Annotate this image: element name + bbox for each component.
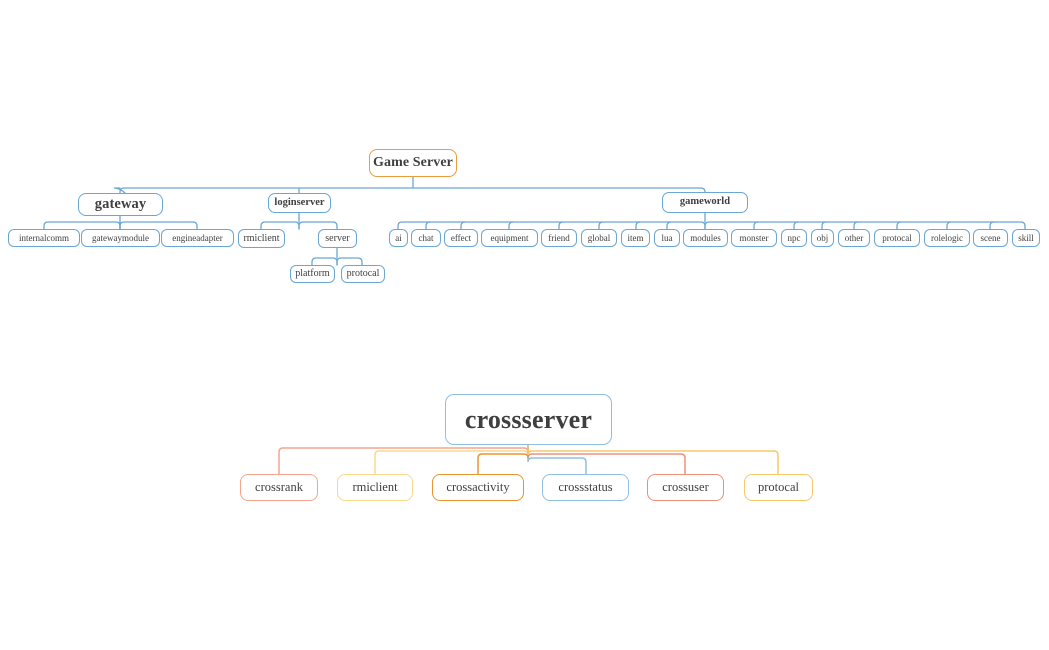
node-modules[interactable]: modules [683, 229, 728, 247]
node-scene[interactable]: scene [973, 229, 1008, 247]
node-other[interactable]: other [838, 229, 870, 247]
node-gateway[interactable]: gateway [78, 193, 163, 216]
node-label: other [844, 232, 864, 243]
node-gatewaymodule[interactable]: gatewaymodule [81, 229, 160, 247]
node-label: gameworld [679, 196, 731, 208]
node-label: global [587, 232, 611, 243]
node-label: lua [661, 232, 673, 243]
node-label: ai [395, 232, 402, 243]
edge-to-crossstatus [527, 444, 587, 475]
node-crossrank[interactable]: crossrank [240, 474, 318, 501]
node-label: item [627, 232, 644, 243]
node-label: crossrank [255, 480, 303, 495]
node-item[interactable]: item [621, 229, 650, 247]
edge-to-crossrank [278, 444, 529, 475]
node-label: protocal [758, 480, 799, 495]
node-label: gateway [94, 196, 147, 213]
node-server[interactable]: server [318, 229, 357, 248]
edge-to-rmiclient [374, 444, 529, 475]
node-rmiclient[interactable]: rmiclient [238, 229, 285, 248]
node-rmiclient-cross[interactable]: rmiclient [337, 474, 413, 501]
node-label: chat [418, 232, 434, 243]
node-label: internalcomm [19, 232, 69, 243]
node-protocal-server[interactable]: protocal [341, 265, 385, 283]
node-chat[interactable]: chat [411, 229, 441, 247]
node-crossactivity[interactable]: crossactivity [432, 474, 524, 501]
top-tree-edges [43, 176, 1026, 266]
node-game-server[interactable]: Game Server [369, 149, 457, 177]
node-label: Game Server [372, 155, 453, 170]
node-crossserver[interactable]: crossserver [445, 394, 612, 445]
node-gameworld[interactable]: gameworld [662, 192, 748, 213]
node-label: crossuser [662, 480, 709, 495]
node-monster[interactable]: monster [731, 229, 777, 247]
node-label: crossserver [464, 404, 593, 434]
edge-to-protocal [527, 444, 779, 475]
node-equipment[interactable]: equipment [481, 229, 538, 247]
node-ai[interactable]: ai [389, 229, 408, 247]
node-skill[interactable]: skill [1012, 229, 1040, 247]
node-label: equipment [490, 232, 529, 243]
node-platform[interactable]: platform [290, 265, 335, 283]
node-label: modules [690, 232, 721, 243]
node-label: effect [450, 232, 472, 243]
node-label: gatewaymodule [92, 232, 149, 243]
node-engineadapter[interactable]: engineadapter [161, 229, 234, 247]
node-loginserver[interactable]: loginserver [268, 193, 331, 213]
node-label: crossstatus [558, 480, 613, 495]
node-lua[interactable]: lua [654, 229, 680, 247]
node-protocal-cross[interactable]: protocal [744, 474, 813, 501]
node-npc[interactable]: npc [781, 229, 807, 247]
node-crossuser[interactable]: crossuser [647, 474, 724, 501]
node-label: npc [787, 232, 801, 243]
node-label: protocal [346, 268, 380, 279]
node-label: crossactivity [446, 480, 510, 495]
node-label: server [325, 232, 350, 244]
node-label: engineadapter [172, 232, 223, 243]
node-label: friend [548, 232, 570, 243]
node-label: scene [980, 232, 1001, 243]
node-label: obj [816, 232, 829, 243]
node-label: loginserver [274, 196, 325, 208]
node-internalcomm[interactable]: internalcomm [8, 229, 80, 247]
node-global[interactable]: global [581, 229, 617, 247]
edge-to-crossuser [527, 444, 686, 475]
node-label: skill [1018, 232, 1034, 243]
node-label: rmiclient [352, 480, 398, 495]
node-obj[interactable]: obj [811, 229, 834, 247]
node-label: platform [295, 268, 330, 279]
node-label: monster [739, 232, 769, 243]
node-rolelogic[interactable]: rolelogic [924, 229, 970, 247]
node-label: rolelogic [931, 232, 963, 243]
node-protocal-gameworld[interactable]: protocal [874, 229, 920, 247]
edge-to-crossactivity [477, 444, 529, 475]
edge-root-bus [119, 187, 706, 195]
node-label: rmiclient [243, 232, 280, 244]
node-label: protocal [882, 232, 912, 243]
node-crossstatus[interactable]: crossstatus [542, 474, 629, 501]
node-effect[interactable]: effect [444, 229, 478, 247]
bottom-tree-edges [278, 444, 779, 475]
node-friend[interactable]: friend [541, 229, 577, 247]
